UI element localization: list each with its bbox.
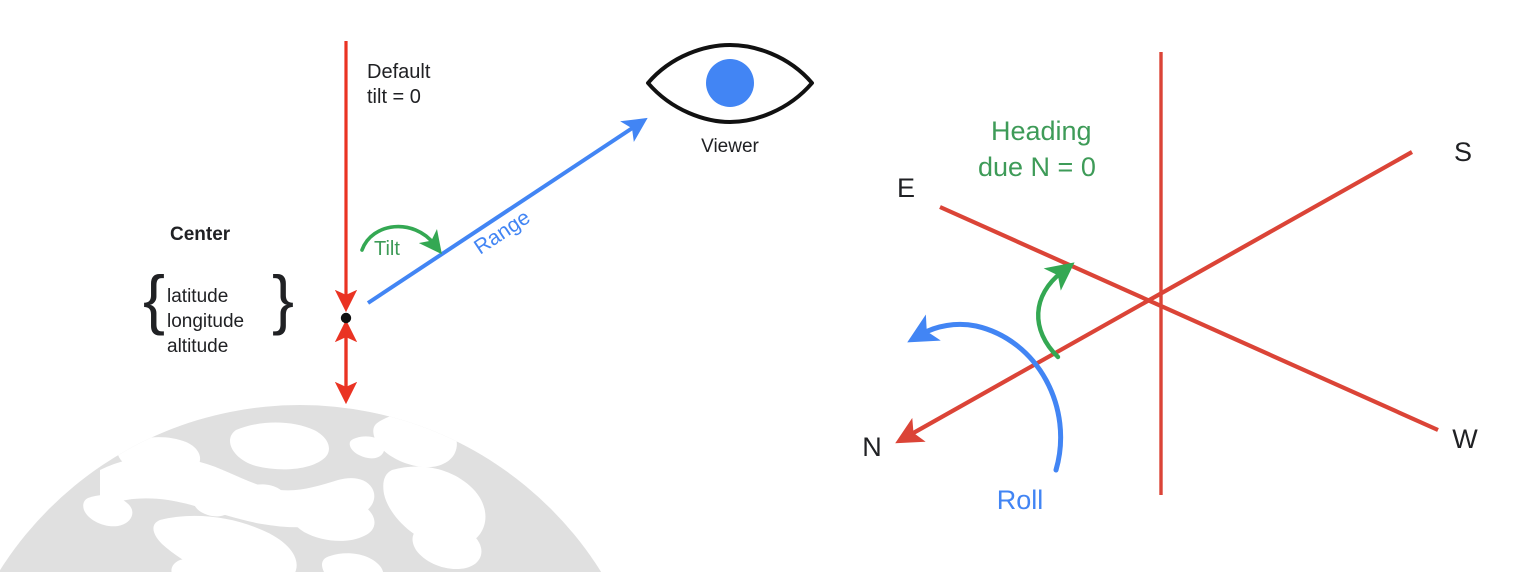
- tilt-arc: [360, 224, 442, 255]
- heading-note-line1: Heading: [991, 116, 1092, 146]
- heading-arc: [1036, 262, 1075, 360]
- center-heading: Center: [170, 224, 231, 245]
- tilt-label: Tilt: [374, 238, 400, 260]
- axis-label-south: S: [1454, 137, 1472, 167]
- viewer-label: Viewer: [701, 136, 759, 157]
- default-tilt-line2: tilt = 0: [367, 86, 421, 108]
- brace-left: {: [143, 262, 165, 336]
- globe-icon: [0, 405, 602, 572]
- axis-label-west: W: [1452, 424, 1478, 454]
- roll-arc: [907, 314, 1064, 473]
- default-tilt-line1: Default: [367, 61, 431, 83]
- roll-label: Roll: [997, 485, 1044, 515]
- heading-note-line2: due N = 0: [978, 152, 1096, 182]
- center-value-longitude: longitude: [167, 311, 244, 332]
- center-value-latitude: latitude: [167, 286, 228, 307]
- center-point-dot: [340, 312, 352, 324]
- north-south-axis-line: [895, 150, 1414, 444]
- eye-icon: [646, 43, 814, 124]
- axis-label-north: N: [862, 432, 882, 462]
- range-line: [366, 117, 648, 305]
- east-west-axis-line: [939, 205, 1439, 432]
- axis-label-east: E: [897, 173, 915, 203]
- center-value-altitude: altitude: [167, 336, 228, 357]
- brace-right: }: [272, 262, 294, 336]
